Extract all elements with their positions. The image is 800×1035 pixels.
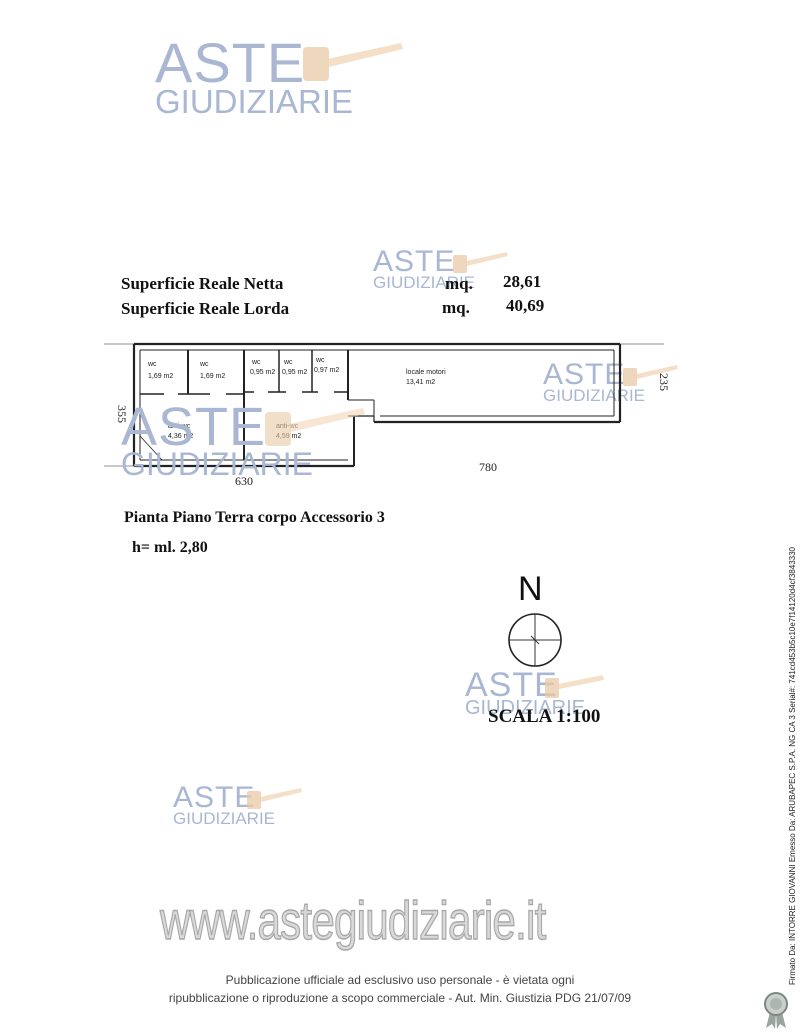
dimension-width-left: 630 [235,474,253,488]
room-name: wc [251,359,261,366]
watermark-line1: ASTE [465,666,558,704]
room-area: 1,69 m2 [148,373,173,380]
room-name: wc [283,359,293,366]
room-area: 4,36 m2 [168,433,193,440]
seal-icon [764,992,788,1029]
gavel-icon [247,788,302,809]
net-surface-value: 28,61 [503,272,542,291]
net-surface-unit: mq. [445,274,473,293]
digital-signature: Firmato Da: INTORRE GIOVANNI Emesso Da: … [788,547,797,985]
scale-label: SCALA 1:100 [488,706,601,727]
floor-plan: wc 1,69 m2 wc 1,69 m2 wc 0,95 m2 wc 0,95… [104,342,671,488]
gavel-icon [545,675,604,698]
compass-icon [508,613,562,667]
room-area: 1,69 m2 [200,373,225,380]
room-area: 0,97 m2 [314,367,339,374]
north-letter: N [518,570,543,608]
dimension-height-left: 355 [115,405,129,423]
publication-notice-line2: ripubblicazione o riproduzione a scopo c… [168,991,632,1005]
watermark-line2: GIUDIZIARIE [173,809,276,828]
dimension-height-right: 235 [657,373,671,391]
compass-rose: N [498,570,578,670]
watermark-logo: ASTE GIUDIZIARIE [155,31,403,120]
plan-title: Pianta Piano Terra corpo Accessorio 3 [124,509,385,526]
watermark-logo: ASTE GIUDIZIARIE [173,781,302,828]
room-area: 13,41 m2 [406,379,435,386]
net-surface-label: Superficie Reale Netta [121,274,284,293]
gross-surface-unit: mq. [442,298,470,317]
gavel-icon [453,252,508,273]
watermark-line2: GIUDIZIARIE [155,83,354,120]
gross-surface-value: 40,69 [506,296,545,315]
antiwc-diagonal [139,435,163,461]
room-name: wc [199,361,209,368]
room-name: anti-wc [168,423,191,430]
plan-height-note: h= ml. 2,80 [132,539,208,556]
room-name: wc [315,357,325,364]
watermark-line1: ASTE [155,31,306,94]
room-name: anti-wc [276,423,299,430]
publication-notice-line1: Pubblicazione ufficiale ad esclusivo uso… [225,973,575,987]
website-watermark: www.astegiudiziarie.it [159,890,546,951]
room-name: wc [147,361,157,368]
room-area: 0,95 m2 [282,369,307,376]
dimension-width-right: 780 [479,460,497,474]
room-area: 4,59 m2 [276,433,301,440]
room-area: 0,95 m2 [250,369,275,376]
room-name: locale motori [406,369,446,376]
watermark-line1: ASTE [173,781,256,814]
gross-surface-label: Superficie Reale Lorda [121,299,290,318]
watermark-line1: ASTE [373,245,456,278]
gavel-icon [303,43,403,81]
